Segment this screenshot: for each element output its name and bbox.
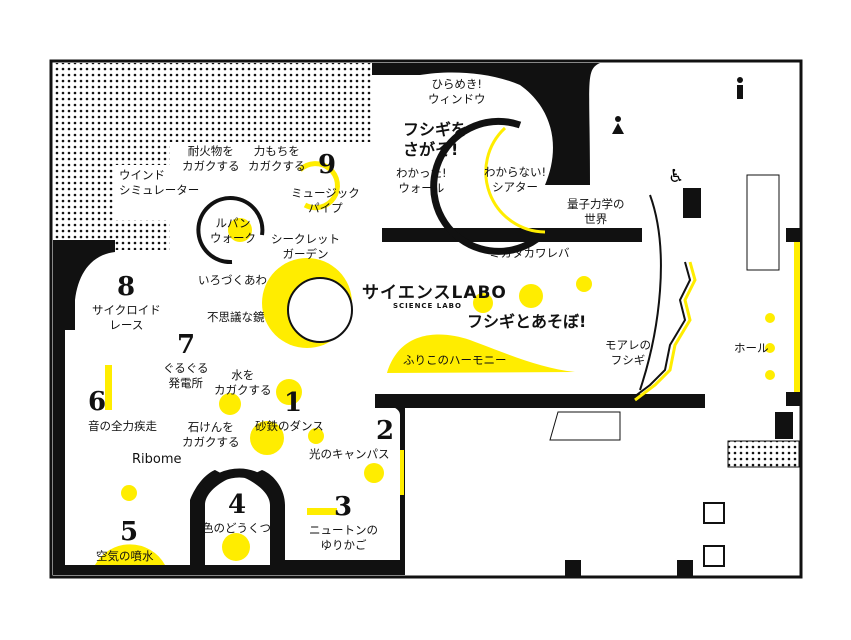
restricted-area (53, 63, 372, 240)
accessible-toilet-icon: ♿ (668, 166, 684, 187)
wall-label[interactable]: わかった!ウォール (396, 166, 447, 196)
exhibit-2-label[interactable]: 光のキャンパス (309, 447, 390, 461)
label-line: ぐるぐる (163, 361, 209, 375)
exhibit-9-label[interactable]: ミュージックパイプ (291, 186, 360, 216)
label-line: 量子力学の (567, 197, 625, 211)
mirror-label[interactable]: 不思議な鏡 (207, 310, 265, 324)
label-line: ゆりかご (320, 538, 367, 552)
atm-icon (775, 412, 793, 439)
science-labo-logo: サイエンスLABO (362, 283, 507, 303)
exhibit-5-number: 5 (120, 517, 139, 547)
label-line: 発電所 (168, 376, 204, 390)
map-frame (49, 59, 803, 579)
soap-label[interactable]: 石けんをカガクする (182, 420, 240, 450)
exhibit-2-number: 2 (376, 416, 395, 446)
label-line: ウォーク (210, 231, 256, 245)
exhibit-3-label[interactable]: ニュートンのゆりかご (309, 523, 378, 553)
label-line: フシギを (403, 120, 468, 139)
label-line: カガクする (248, 159, 306, 173)
label-line: ニュートンの (309, 523, 378, 537)
search-fushigi-heading: フシギをさがそ! (403, 120, 467, 160)
label-line: ウィンドウ (428, 92, 486, 106)
water-label[interactable]: 水をカガクする (214, 368, 272, 398)
label-line: カガクする (214, 383, 272, 397)
label-line: 水を (231, 368, 255, 382)
exhibit-6-number: 6 (88, 387, 107, 417)
exhibit-3-number: 3 (334, 492, 353, 522)
exhibit-9-number: 9 (318, 150, 337, 180)
female-toilet-icon (615, 116, 621, 122)
label-line: 耐火物を (187, 144, 234, 158)
label-line: カガクする (182, 435, 240, 449)
label-line: ウインド (119, 168, 165, 182)
exhibit-7-label[interactable]: ぐるぐる発電所 (163, 361, 209, 391)
elevator-icon (703, 502, 725, 567)
exhibit-5-label[interactable]: 空気の噴水 (96, 549, 154, 563)
label-line: わからない! (484, 165, 547, 179)
label-line: ガーデン (282, 247, 329, 261)
label-line: ウォール (398, 181, 445, 195)
exhibit-1-label[interactable]: 砂鉄のダンス (255, 419, 324, 433)
exhibit-4-number: 4 (228, 490, 247, 520)
label-line: フシギ (610, 353, 646, 367)
hirameki-window-label[interactable]: ひらめき!ウィンドウ (428, 77, 486, 107)
male-toilet-icon (737, 77, 743, 83)
label-line: モアレの (605, 338, 651, 352)
exhibit-8-number: 8 (117, 272, 136, 302)
exhibit-4-label[interactable]: 色のどうくつ (202, 521, 271, 535)
label-line: 石けんを (187, 420, 234, 434)
wall (53, 240, 115, 575)
label-line: わかった! (396, 166, 447, 180)
label-line: パイプ (308, 201, 343, 215)
label-line: ミュージック (291, 186, 360, 200)
quantum-label[interactable]: 量子力学の世界 (567, 197, 625, 227)
lupin-walk-label[interactable]: ルパンウォーク (210, 216, 256, 246)
label-line: ルパン (215, 216, 251, 230)
strength-label[interactable]: 力もちをカガクする (248, 144, 306, 174)
label-line: シークレット (271, 232, 340, 246)
label-line: カガクする (182, 159, 240, 173)
label-line: シアター (492, 180, 539, 194)
exhibit-8-label[interactable]: サイクロイドレース (92, 303, 161, 333)
moire-label[interactable]: モアレのフシギ (605, 338, 651, 368)
label-line: 力もちを (253, 144, 300, 158)
ribome-label[interactable]: Ribome (132, 452, 182, 467)
secret-garden-label[interactable]: シークレットガーデン (271, 232, 340, 262)
escalator-icon (549, 174, 780, 441)
label-line: ひらめき! (431, 77, 483, 91)
pendulum-label[interactable]: ふりこのハーモニー (403, 353, 507, 367)
hall-label[interactable]: ホール (734, 341, 769, 355)
label-line: 世界 (584, 212, 608, 226)
label-line: サイクロイド (92, 303, 161, 317)
mikata-label[interactable]: ミカタカワレバ (489, 246, 570, 260)
exhibit-1-number: 1 (284, 388, 303, 418)
play-fushigi-heading: フシギとあそぼ! (467, 312, 587, 331)
wind-simulator-label[interactable]: ウインドシミュレーター (119, 168, 199, 198)
theater-label[interactable]: わからない!シアター (484, 165, 546, 195)
label-line: シミュレーター (119, 183, 200, 197)
exhibit-7-number: 7 (177, 330, 196, 360)
label-line: レース (109, 318, 144, 332)
science-labo-subtitle: SCIENCE LABO (393, 302, 462, 310)
exhibit-6-label[interactable]: 音の全力疾走 (88, 419, 157, 433)
fireproof-label[interactable]: 耐火物をカガクする (182, 144, 240, 174)
label-line: さがそ! (403, 140, 459, 159)
bubbles-label[interactable]: いろづくあわ (198, 273, 267, 287)
